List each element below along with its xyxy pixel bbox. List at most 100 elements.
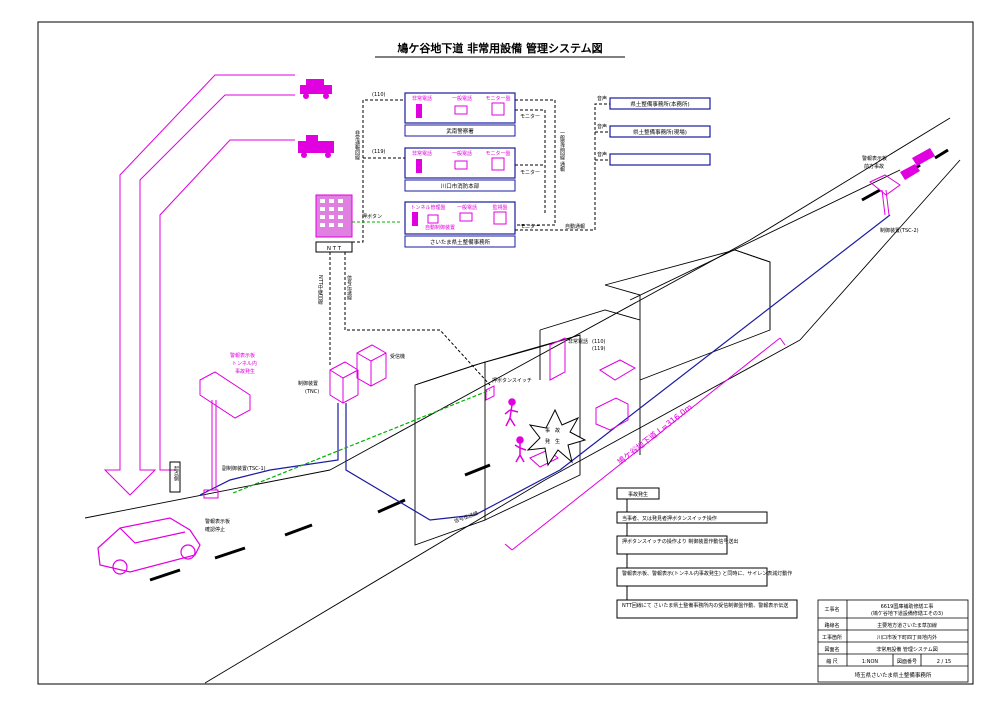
monitor-label-1: モニター — [520, 113, 540, 120]
tb-label-3: 工事箇所 — [822, 634, 842, 641]
station-fire-device-3: モニター盤 — [485, 150, 510, 157]
warning-board-left-label-3: 事故発生 — [235, 368, 255, 375]
monitor-label-2: モニター — [520, 169, 540, 176]
ntt-box — [315, 241, 353, 253]
fire-truck-icon — [298, 135, 334, 158]
station-office: さいたま県土整備事務所 トンネル管理盤 一般電話 監視盤 自動制御装置 — [404, 201, 516, 248]
flow-step-4: 警報表示板、警報表示(トンネル内事故発生) と同時に、サイレン表減灯動作 — [622, 570, 792, 577]
road-network — [84, 117, 961, 684]
station-interlinks — [515, 99, 610, 231]
station-police-device-1: 非常電話 — [412, 95, 432, 102]
general-line-label: 一般電話回線 通報 — [559, 130, 565, 173]
accident-char-4: 生 — [555, 438, 560, 445]
station-office-device-4: 自動制御装置 — [425, 224, 455, 231]
tb-label-1: 工事名 — [824, 606, 839, 613]
sub-controller-right-label: 制御装置(TSC-2) — [880, 227, 919, 234]
stop-label-1: 警報表示板 — [205, 518, 230, 525]
push-button-switch-label: 押ボタンスイッチ — [492, 377, 532, 384]
tb-scale-value: 1:NON — [862, 659, 879, 665]
station-office-device-3: 監視盤 — [492, 204, 507, 211]
tb-label-2: 路線名 — [824, 622, 839, 629]
cable-label: 信号伝送線 — [453, 510, 479, 525]
title-block — [817, 599, 969, 683]
flow-step-1: 事故発生 — [628, 491, 648, 498]
station-fire-device-2: 一般電話 — [452, 150, 472, 157]
accident-char-2: 故 — [555, 427, 560, 434]
station-fire-name: 川口市消防本部 — [441, 182, 480, 190]
start-point-label: 起点側 — [173, 466, 179, 481]
lane-dashes — [149, 148, 949, 582]
tunnel-length-label: 鳩ケ谷地下道 L=316.0m — [615, 402, 694, 467]
station-fire-device-1: 非常電話 — [412, 150, 432, 157]
accident-burst-icon — [526, 408, 587, 467]
field-controller — [329, 344, 387, 404]
tb-value-3: 川口市坂下町四丁目地内外 — [877, 634, 937, 641]
tunnel-items — [485, 337, 637, 468]
station-fire: 川口市消防本部 非常電話 一般電話 モニター盤 — [404, 147, 516, 192]
person-icons — [504, 398, 527, 463]
flow-step-3: 押ボタンスイッチの操作より 制御装置作動信号送出 — [622, 538, 738, 545]
police-car-icon — [300, 79, 332, 99]
warning-board-left-label-1: 警報表示板 — [230, 352, 255, 359]
tb-org: 埼玉県さいたま県土整備事務所 — [855, 671, 932, 679]
tb-sheet-label: 図面番号 — [897, 658, 917, 665]
transmission-label: 信号伝送線 — [346, 274, 352, 300]
station-police-device-3: モニター盤 — [485, 95, 510, 102]
station-police-name: 武南警察署 — [446, 127, 474, 135]
controller-label: 制御装置 — [298, 380, 318, 387]
car-icon-bottom — [97, 517, 201, 575]
ntt-links — [347, 99, 405, 243]
diagram-title: 鳩ケ谷地下道 非常用設備 管理システム図 — [397, 41, 602, 55]
emergency-phone-code: (110) — [592, 339, 605, 345]
push-button-label: 押ボタン — [362, 213, 382, 220]
rescue-list: 県土整備事務所(本務所) 県土整備事務所(現場) 音声 音声 音声 — [597, 95, 711, 166]
station-office-device-1: トンネル管理盤 — [411, 204, 446, 211]
sub-controller-left-label: 副制御装置(TSC-1) — [222, 465, 266, 472]
code-119: (119) — [372, 149, 385, 155]
dispatch-arrows — [103, 74, 295, 496]
flow-step-5: NTT回線にて さいたま県土整備事務所内の受信制御盤作動、警報表示伝送 — [622, 602, 788, 609]
controller-sub-label: (TNC) — [305, 389, 319, 395]
ntt-field-line — [329, 252, 491, 386]
rescue-tag-1: 音声 — [597, 95, 607, 102]
sheet-border — [37, 21, 974, 685]
building-icon — [315, 194, 353, 238]
cars-right — [900, 148, 935, 180]
warning-board-left-label-2: トンネル内 — [232, 360, 257, 367]
station-police: 武南警察署 非常電話 一般電話 モニター盤 — [404, 92, 516, 137]
tb-value-1b: (鳩ケ谷地下道設備修繕工その3) — [871, 610, 943, 617]
rescue-item-1: 県土整備事務所(本務所) — [630, 100, 689, 108]
warning-board-right-label-1: 警報表示板 — [862, 155, 887, 162]
warning-board-left — [199, 371, 251, 499]
station-police-device-2: 一般電話 — [452, 95, 472, 102]
tb-label-4: 図面名 — [824, 646, 839, 653]
warning-board-right-label-2: 前方事故 — [864, 163, 884, 170]
rescue-tag-3: 音声 — [597, 151, 607, 158]
rescue-tag-2: 音声 — [597, 123, 607, 130]
monitor-label-3: モニター — [520, 223, 540, 230]
tb-value-4: 非常用設備 管理システム図 — [876, 646, 937, 653]
receiver-label: 受信機 — [390, 353, 405, 360]
tunnel-length-marker — [504, 337, 786, 551]
emergency-line-label: 非常通報回線 — [354, 129, 360, 160]
signal-cable — [199, 214, 891, 521]
tb-value-1: 6619国庫補助修繕工事 — [881, 603, 934, 610]
flow-chart: 事故発生 当事者、又は発見者押ボタンスイッチ操作 押ボタンスイッチの操作より 制… — [616, 487, 798, 619]
flow-step-2: 当事者、又は発見者押ボタンスイッチ操作 — [622, 515, 717, 522]
code-110: (110) — [372, 92, 385, 98]
warning-board-right — [869, 174, 901, 216]
rescue-item-2: 県土整備事務所(現場) — [633, 128, 687, 136]
stop-label-2: 確認停止 — [205, 526, 225, 533]
ntt-relay-label: NTT中継回線 — [317, 275, 323, 305]
accident-char-3: 発 — [545, 438, 550, 445]
emergency-phone-code-2: (119) — [592, 346, 605, 352]
tb-sheet-value: 2 / 15 — [937, 659, 951, 665]
station-office-device-2: 一般電話 — [457, 204, 477, 211]
auto-report-label: 自動通報 — [565, 223, 585, 230]
tb-scale-label: 縮 尺 — [826, 658, 838, 665]
emergency-phone-label: 非常電話 — [568, 338, 588, 345]
ntt-label: N T T — [327, 246, 342, 252]
green-signal — [232, 389, 491, 494]
accident-char-1: 事 — [545, 427, 550, 434]
